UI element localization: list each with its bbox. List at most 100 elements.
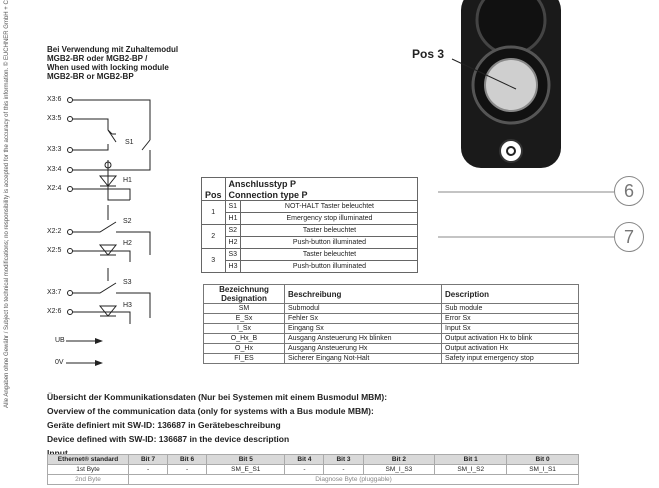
- table-row: O_Hx_B Ausgang Ansteuerung Hx blinken Ou…: [203, 333, 579, 344]
- table-row: 1st Byte - - SM_E_S1 - - SM_I_S3 SM_I_S2…: [47, 464, 579, 475]
- desc-en-cell: Output activation Hx to blink: [441, 333, 579, 344]
- eth-header: Bit 5: [206, 454, 286, 465]
- overview-line-5: Input: [47, 448, 68, 458]
- eth-header: Bit 2: [362, 454, 436, 465]
- component-label: S2: [123, 218, 132, 225]
- desc-de-cell: Fehler Sx: [284, 313, 442, 324]
- desig-header: Bezeichnung Designation: [203, 284, 285, 304]
- component-label: S1: [125, 139, 134, 146]
- eth-cell: SM_I_S3: [362, 464, 436, 475]
- ethernet-table-clip: Ethernet® standard Bit 7 Bit 6 Bit 5 Bit…: [47, 454, 579, 488]
- eth-header: Bit 1: [434, 454, 508, 465]
- callout-lines: [438, 191, 614, 238]
- table-row: E_Sx Fehler Sx Error Sx: [203, 313, 579, 324]
- eth-header: Ethernet® standard: [47, 454, 129, 465]
- terminal-label: X2:2: [47, 228, 62, 235]
- eth-cell: SM_I_S2: [434, 464, 508, 475]
- desc-de-cell: Ausgang Ansteuerung Hx: [284, 343, 442, 354]
- conn-title-de: Anschlusstyp P: [224, 177, 419, 189]
- eth-cell: -: [167, 464, 208, 475]
- desc-en-cell: Output activation Hx: [441, 343, 579, 354]
- pos-header: Pos: [201, 177, 226, 201]
- code-cell: S2: [224, 224, 242, 237]
- desig-cell: FI_ES: [203, 353, 285, 364]
- pos-cell: 3: [201, 248, 226, 273]
- eth-cell: -: [127, 464, 169, 475]
- overview-line-1: Übersicht der Kommunikationsdaten (Nur b…: [47, 392, 388, 402]
- header-line-3: When used with locking module: [47, 63, 169, 72]
- desc-de-cell: Sicherer Eingang Not-Halt: [284, 353, 442, 364]
- code-cell: S1: [224, 200, 242, 213]
- desc-de-cell: Eingang Sx: [284, 323, 442, 334]
- eth-header: Bit 7: [127, 454, 169, 465]
- overview-line-4: Device defined with SW-ID: 136687 in the…: [47, 434, 290, 444]
- conn-title-en: Connection type P: [224, 189, 419, 201]
- desc-de-cell: Submodul: [284, 303, 442, 314]
- overview-line-2: Overview of the communication data (only…: [47, 406, 374, 416]
- eth-cell: -: [323, 464, 364, 475]
- header-line-4: MGB2-BR or MGB2-BP: [47, 72, 134, 81]
- code-cell: H2: [224, 236, 242, 249]
- code-cell: H3: [224, 260, 242, 273]
- component-label: S3: [123, 279, 132, 286]
- eth-header: Bit 6: [167, 454, 208, 465]
- desc-en-cell: Sub module: [441, 303, 579, 314]
- terminal-label: X2:5: [47, 247, 62, 254]
- table-row: SM Submodul Sub module: [203, 303, 579, 314]
- header-line-2: MGB2-BR oder MGB2-BP /: [47, 54, 148, 63]
- eth-cell: 1st Byte: [47, 464, 129, 475]
- component-label: H3: [123, 302, 132, 309]
- pos-leader-line: [451, 58, 517, 90]
- table-header-row: Ethernet® standard Bit 7 Bit 6 Bit 5 Bit…: [47, 454, 579, 465]
- device-drawing: [461, 0, 561, 168]
- communication-overview: Übersicht der Kommunikationsdaten (Nur b…: [47, 390, 387, 460]
- pos-cell: 2: [201, 224, 226, 249]
- header-line-1: Bei Verwendung mit Zuhaltemodul: [47, 45, 179, 54]
- callout-circle: 6: [614, 176, 644, 206]
- text-cell: NOT-HALT Taster beleuchtet: [240, 200, 419, 213]
- eth-cell: 2nd Byte: [47, 474, 129, 485]
- text-cell: Emergency stop illuminated: [240, 212, 419, 225]
- eth-header: Bit 3: [323, 454, 364, 465]
- ethernet-table: Ethernet® standard Bit 7 Bit 6 Bit 5 Bit…: [47, 454, 579, 485]
- component-label: H2: [123, 240, 132, 247]
- eth-cell: SM_I_S1: [506, 464, 579, 475]
- designation-table-clip: Bezeichnung Designation Beschreibung Des…: [203, 284, 579, 381]
- desig-cell: E_Sx: [203, 313, 285, 324]
- table-row: O_Hx Ausgang Ansteuerung Hx Output activ…: [203, 343, 579, 354]
- terminal-label: X2:4: [47, 185, 62, 192]
- terminal-label: X3:6: [47, 96, 62, 103]
- eth-header: Bit 0: [506, 454, 579, 465]
- eth-cell: -: [284, 464, 325, 475]
- desc-en-header: Description: [441, 284, 579, 304]
- text-cell: Push-button illuminated: [240, 260, 419, 273]
- eth-cell: SM_E_S1: [206, 464, 286, 475]
- pos-label: Pos 3: [412, 47, 445, 61]
- desig-cell: I_Sx: [203, 323, 285, 334]
- callout-circle: 7: [614, 222, 644, 252]
- eth-header: Bit 4: [284, 454, 325, 465]
- pos-cell: 1: [201, 200, 226, 225]
- terminal-label: X2:6: [47, 308, 62, 315]
- eth-cell: Diagnose Byte (pluggable): [128, 474, 579, 485]
- terminal-label: UB: [55, 337, 65, 344]
- desc-de-cell: Ausgang Ansteuerung Hx blinken: [284, 333, 442, 344]
- desig-cell: O_Hx: [203, 343, 285, 354]
- table-row: FI_ES Sicherer Eingang Not-Halt Safety i…: [203, 353, 579, 364]
- code-cell: H1: [224, 212, 242, 225]
- component-label: H1: [123, 177, 132, 184]
- terminal-label: X3:4: [47, 166, 62, 173]
- code-cell: S3: [224, 248, 242, 261]
- designation-table: Bezeichnung Designation Beschreibung Des…: [203, 284, 579, 364]
- terminal-label: X3:3: [47, 146, 62, 153]
- desig-cell: SM: [203, 303, 285, 314]
- table-row: 2nd Byte Diagnose Byte (pluggable): [47, 474, 579, 485]
- desc-en-cell: Safety input emergency stop: [441, 353, 579, 364]
- terminal-label: X3:5: [47, 115, 62, 122]
- desc-en-cell: Error Sx: [441, 313, 579, 324]
- connection-type-table: Pos Anschlusstyp P Connection type P 1 S…: [201, 177, 419, 273]
- desc-de-header: Beschreibung: [284, 284, 442, 304]
- terminal-label: 0V: [55, 359, 64, 366]
- desc-en-cell: Input Sx: [441, 323, 579, 334]
